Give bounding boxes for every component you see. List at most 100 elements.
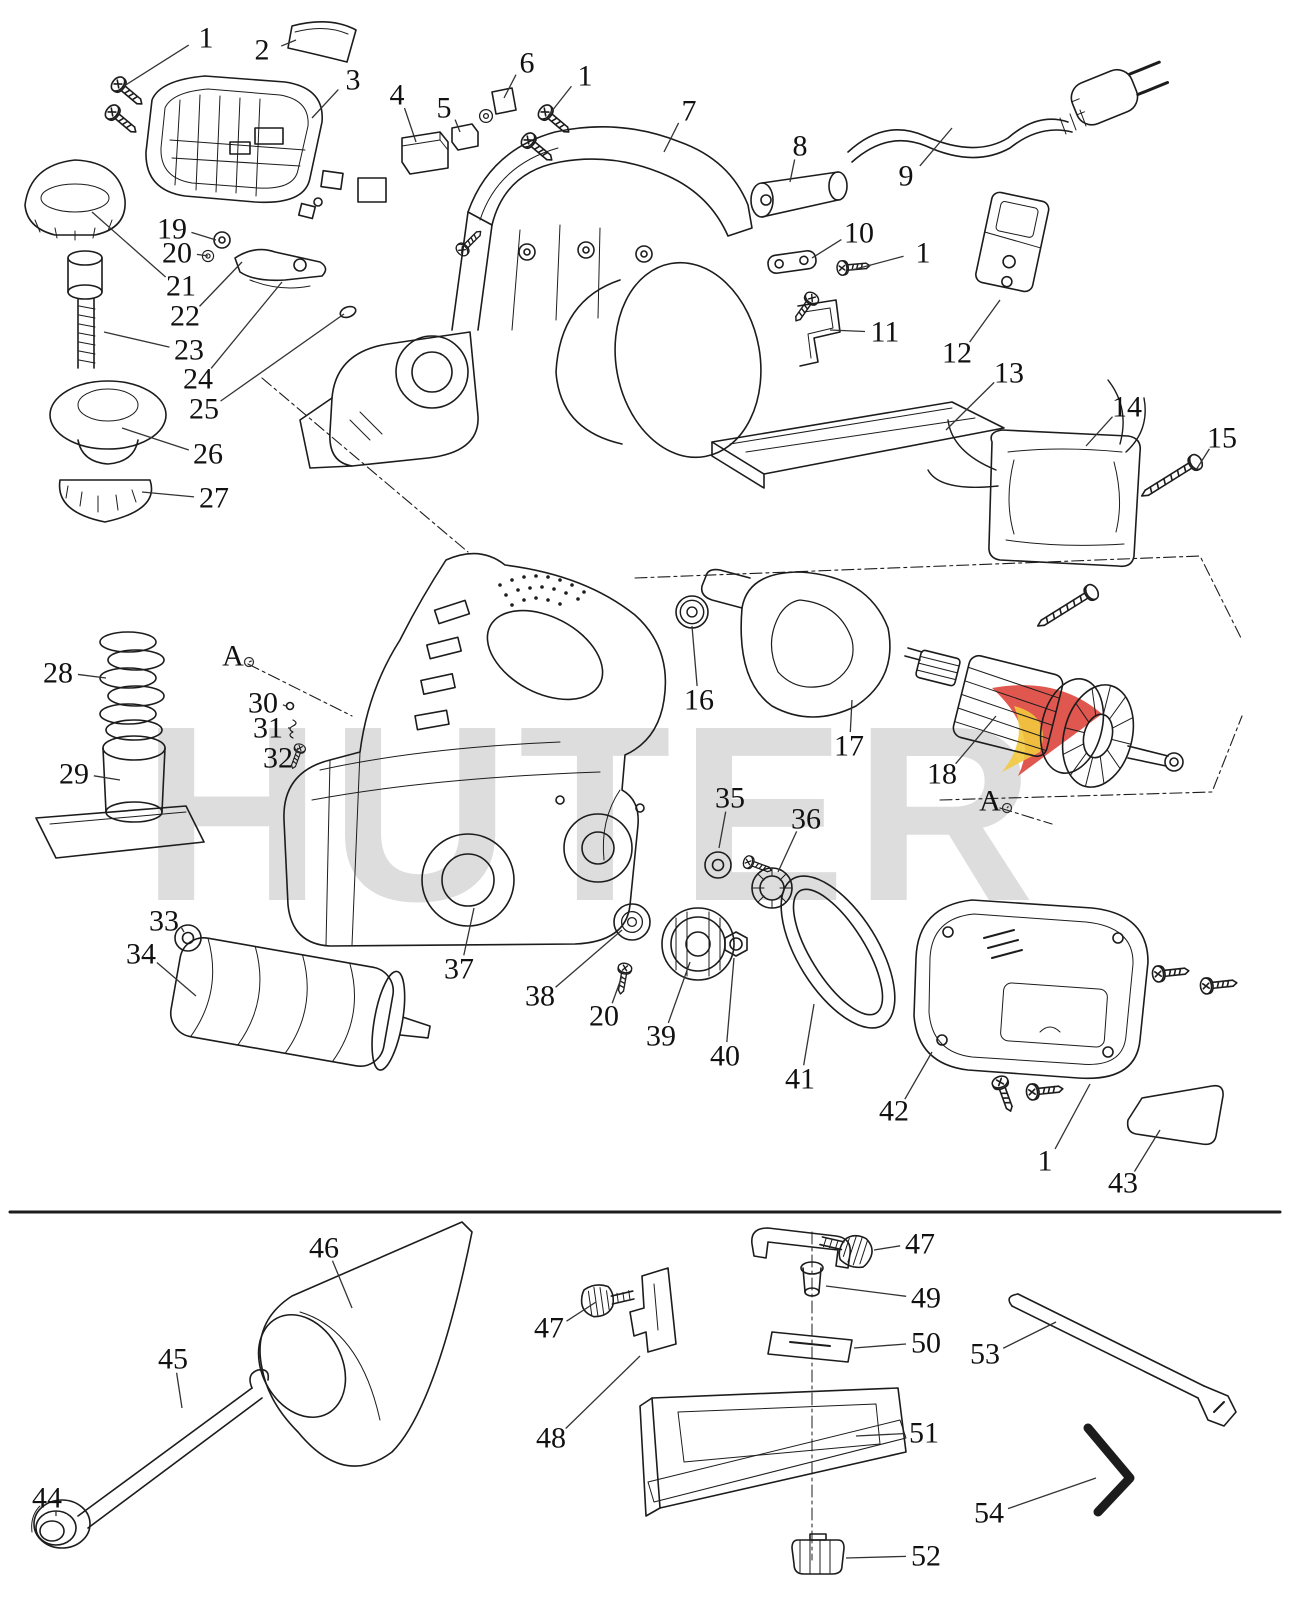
callout-leader (403, 107, 417, 143)
callout-leader (777, 831, 798, 873)
callout-18: 18 (927, 758, 957, 791)
main-body-art (283, 552, 667, 947)
callout-leader (331, 1260, 353, 1309)
armature-art (904, 647, 1184, 788)
callout-38: 38 (525, 980, 555, 1013)
callout-43: 43 (1108, 1167, 1138, 1200)
fence-assembly-art (578, 1224, 907, 1575)
callout-leader (565, 1355, 641, 1429)
callout-leader (156, 962, 197, 997)
callout-20: 20 (589, 1000, 619, 1033)
callout-leader (280, 39, 297, 47)
callout-2: 2 (255, 34, 270, 67)
callout-16: 16 (684, 684, 714, 717)
callout-leader (849, 699, 853, 733)
callout-44: 44 (32, 1482, 62, 1515)
callout-leader (1002, 1321, 1057, 1349)
dust-bag-art (31, 1221, 473, 1549)
callout-46: 46 (309, 1232, 339, 1265)
callout-39: 39 (646, 1020, 676, 1053)
callout-29: 29 (59, 758, 89, 791)
callout-1: 1 (916, 237, 931, 270)
callout-leader (718, 811, 727, 849)
callout-A: A (222, 640, 244, 673)
callout-leader (904, 1051, 933, 1100)
callout-23: 23 (174, 334, 204, 367)
callout-leader (196, 253, 209, 257)
callout-33: 33 (149, 905, 179, 938)
callout-leader (873, 1245, 901, 1251)
callout-25: 25 (189, 393, 219, 426)
callout-15: 15 (1207, 422, 1237, 455)
callout-26: 26 (193, 438, 223, 471)
callout-leader (77, 673, 107, 679)
power-cord-art (847, 60, 1170, 163)
cutter-drum-art (169, 924, 431, 1071)
callout-28: 28 (43, 657, 73, 690)
callout-leader (611, 975, 623, 1004)
callout-leader (789, 159, 796, 183)
callout-leader (803, 1003, 815, 1066)
callout-leader (726, 957, 735, 1043)
callout-leader (547, 85, 572, 117)
spring-tube-art (35, 631, 205, 859)
side-handle-art (750, 171, 848, 218)
callout-leader (1085, 416, 1113, 447)
callout-47: 47 (534, 1312, 564, 1345)
callout-42: 42 (879, 1095, 909, 1128)
callout-10: 10 (844, 217, 874, 250)
switch-art (767, 191, 1050, 367)
callout-31: 31 (253, 712, 283, 745)
callout-21: 21 (166, 270, 196, 303)
callout-leader (282, 704, 287, 707)
callout-leader (454, 119, 461, 133)
callout-leader (503, 74, 517, 99)
callout-leader (103, 331, 170, 348)
callout-leader (199, 261, 243, 307)
callout-leader (91, 211, 167, 278)
callout-5: 5 (437, 92, 452, 125)
callout-49: 49 (911, 1282, 941, 1315)
callout-leader (855, 1432, 905, 1437)
callout-leader (829, 329, 866, 333)
baseplate-art (711, 401, 1005, 489)
callout-leader (969, 299, 1001, 343)
small-pin-parts-art (285, 701, 308, 771)
callout-leader (945, 381, 995, 431)
callout-leader (555, 929, 623, 988)
callout-leader (1054, 1083, 1091, 1150)
callout-14: 14 (1112, 391, 1142, 424)
callout-leader (853, 1343, 907, 1349)
callout-53: 53 (970, 1338, 1000, 1371)
callout-30: 30 (248, 687, 278, 720)
callout-leader (248, 660, 252, 663)
callout-leader (1007, 1477, 1097, 1510)
callout-8: 8 (793, 130, 808, 163)
callout-50: 50 (911, 1327, 941, 1360)
callout-leader (311, 89, 339, 119)
construction-lines (247, 377, 1243, 825)
callout-A: A (979, 785, 1001, 818)
motor-cover-art (101, 21, 357, 204)
callout-leader (851, 255, 904, 271)
callout-leader (1006, 805, 1009, 809)
callout-1: 1 (199, 22, 214, 55)
callout-leader (691, 625, 698, 687)
callout-leader (210, 281, 283, 369)
callout-leader (220, 313, 345, 402)
tools-art (1008, 1293, 1237, 1517)
callout-41: 41 (785, 1063, 815, 1096)
callout-17: 17 (834, 730, 864, 763)
callout-20: 20 (162, 237, 192, 270)
section-marker-circle (1001, 802, 1013, 814)
section-marker-circle (243, 656, 255, 668)
callout-27: 27 (199, 482, 229, 515)
callout-7: 7 (682, 95, 697, 128)
callout-45: 45 (158, 1343, 188, 1376)
callout-9: 9 (899, 160, 914, 193)
callout-35: 35 (715, 782, 745, 815)
callout-40: 40 (710, 1040, 740, 1073)
